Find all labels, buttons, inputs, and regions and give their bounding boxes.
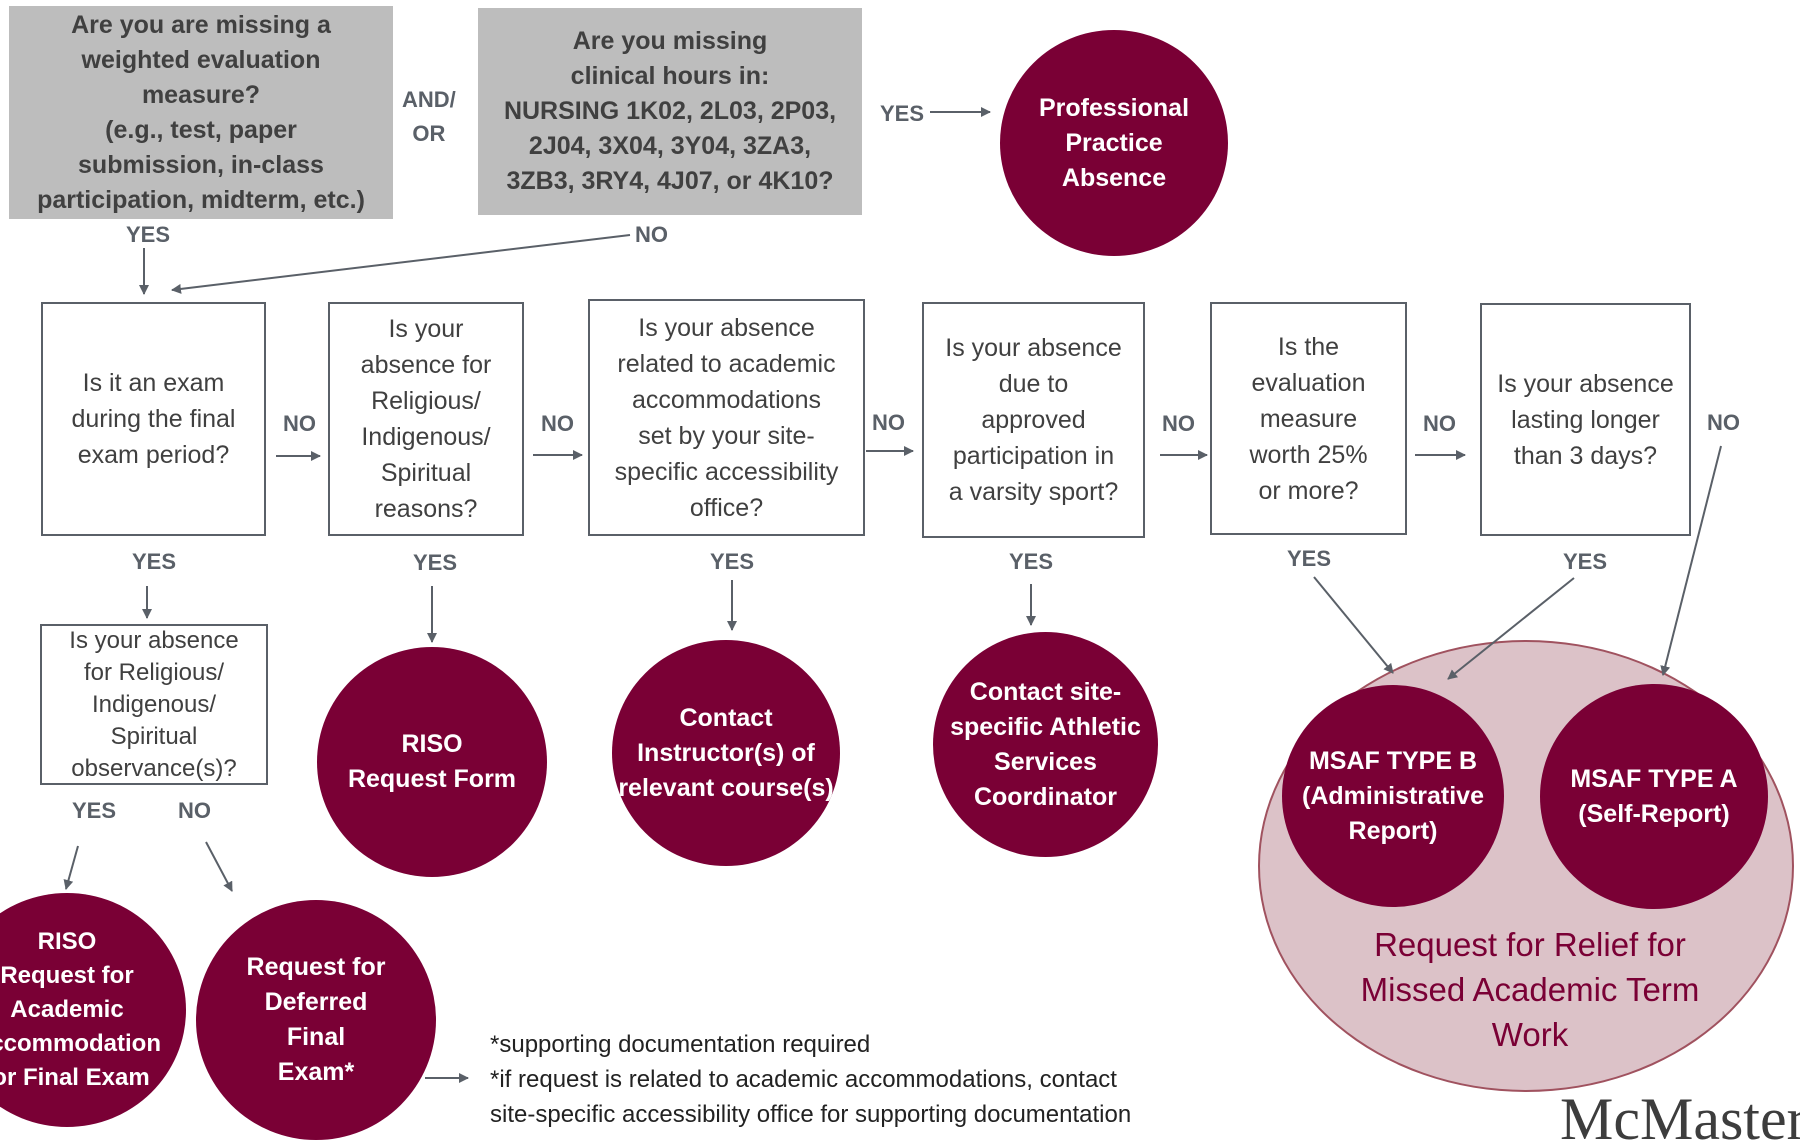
riso-final-exam-circle: RISO Request for Academic Accommodation … xyxy=(0,893,186,1127)
and-or-label: AND/ OR xyxy=(402,87,456,146)
msaf-group-label: Request for Relief for Missed Academic T… xyxy=(1360,926,1700,1053)
msaf-type-b-text: MSAF TYPE B (Administrative Report) xyxy=(1302,746,1484,845)
label-yes-q3: YES xyxy=(710,549,755,574)
question-worth-text: Is the evaluation measure worth 25% or m… xyxy=(1249,332,1368,505)
footnote-2: *if request is related to academic accom… xyxy=(490,1066,1117,1093)
mcmaster-logo: McMaster xyxy=(1560,1086,1800,1141)
riso-final-exam-text: RISO Request for Academic Accommodation … xyxy=(0,928,161,1091)
question-observance: Is your absence for Religious/ Indigenou… xyxy=(40,624,268,785)
msaf-type-b-circle: MSAF TYPE B (Administrative Report) xyxy=(1282,685,1504,907)
question-varsity: Is your absence due to approved particip… xyxy=(922,302,1145,538)
label-yes-observance: YES xyxy=(72,798,117,823)
label-yes-clinical: YES xyxy=(880,101,925,126)
arrow-obs-yes xyxy=(63,845,79,890)
msaf-type-a-circle: MSAF TYPE A (Self-Report) xyxy=(1540,684,1768,909)
question-worth: Is the evaluation measure worth 25% or m… xyxy=(1210,302,1407,535)
label-yes-q1: YES xyxy=(132,549,177,574)
contact-instructor-text: Contact Instructor(s) of relevant course… xyxy=(618,703,834,802)
label-yes-q5: YES xyxy=(1287,546,1332,571)
label-yes-q6: YES xyxy=(1563,549,1608,574)
label-yes-q4: YES xyxy=(1009,549,1054,574)
label-no-q6: NO xyxy=(1707,410,1740,435)
footnotes: *supporting documentation required *if r… xyxy=(490,1027,1250,1132)
riso-form-text: RISO Request Form xyxy=(347,730,517,793)
arrow-obs-no xyxy=(205,841,233,892)
footnote-3: site-specific accessibility office for s… xyxy=(490,1101,1132,1128)
professional-practice-text: Professional Practice Absence xyxy=(1038,93,1190,192)
question-religious-text: Is your absence for Religious/ Indigenou… xyxy=(360,315,492,523)
label-no-q1: NO xyxy=(283,411,316,436)
question-final-exam: Is it an exam during the final exam peri… xyxy=(41,302,266,536)
missing-clinical-text: Are you missing clinical hours in: NURSI… xyxy=(503,27,837,195)
label-yes-measure: YES xyxy=(126,222,171,247)
riso-form-circle: RISO Request Form xyxy=(317,647,547,877)
missing-measure-text: Are you are missing a weighted evaluatio… xyxy=(37,10,365,214)
question-religious: Is your absence for Religious/ Indigenou… xyxy=(328,302,524,536)
label-no-clinical: NO xyxy=(635,222,668,247)
question-varsity-text: Is your absence due to approved particip… xyxy=(945,334,1122,506)
question-final-exam-text: Is it an exam during the final exam peri… xyxy=(71,369,236,469)
arrow-q6-no xyxy=(1660,445,1722,676)
question-longer-text: Is your absence lasting longer than 3 da… xyxy=(1497,369,1674,470)
deferred-final-exam-circle: Request for Deferred Final Exam* xyxy=(196,900,436,1140)
question-observance-text: Is your absence for Religious/ Indigenou… xyxy=(69,626,239,782)
msaf-type-a-text: MSAF TYPE A (Self-Report) xyxy=(1570,764,1738,828)
label-no-q4: NO xyxy=(1162,411,1195,436)
arrow-q6-yes xyxy=(1447,577,1575,680)
label-no-q3: NO xyxy=(872,410,905,435)
contact-athletic-text: Contact site- specific Athletic Services… xyxy=(950,677,1141,811)
footnote-1: *supporting documentation required xyxy=(490,1031,871,1058)
arrow-q5-yes xyxy=(1313,576,1394,674)
label-no-q2: NO xyxy=(541,411,574,436)
question-accommodations: Is your absence related to academic acco… xyxy=(588,299,865,536)
contact-athletic-circle: Contact site- specific Athletic Services… xyxy=(933,632,1158,857)
label-no-q5: NO xyxy=(1423,411,1456,436)
label-no-observance: NO xyxy=(178,798,211,823)
contact-instructor-circle: Contact Instructor(s) of relevant course… xyxy=(612,640,840,866)
question-longer: Is your absence lasting longer than 3 da… xyxy=(1480,303,1691,536)
label-yes-q2: YES xyxy=(413,550,458,575)
professional-practice-circle: Professional Practice Absence xyxy=(1000,30,1228,256)
deferred-final-exam-text: Request for Deferred Final Exam* xyxy=(246,953,386,1086)
question-accommodations-text: Is your absence related to academic acco… xyxy=(614,313,839,522)
missing-measure-box: Are you are missing a weighted evaluatio… xyxy=(9,6,393,219)
arrow-clinical-no xyxy=(171,234,631,294)
missing-clinical-box: Are you missing clinical hours in: NURSI… xyxy=(478,8,862,215)
